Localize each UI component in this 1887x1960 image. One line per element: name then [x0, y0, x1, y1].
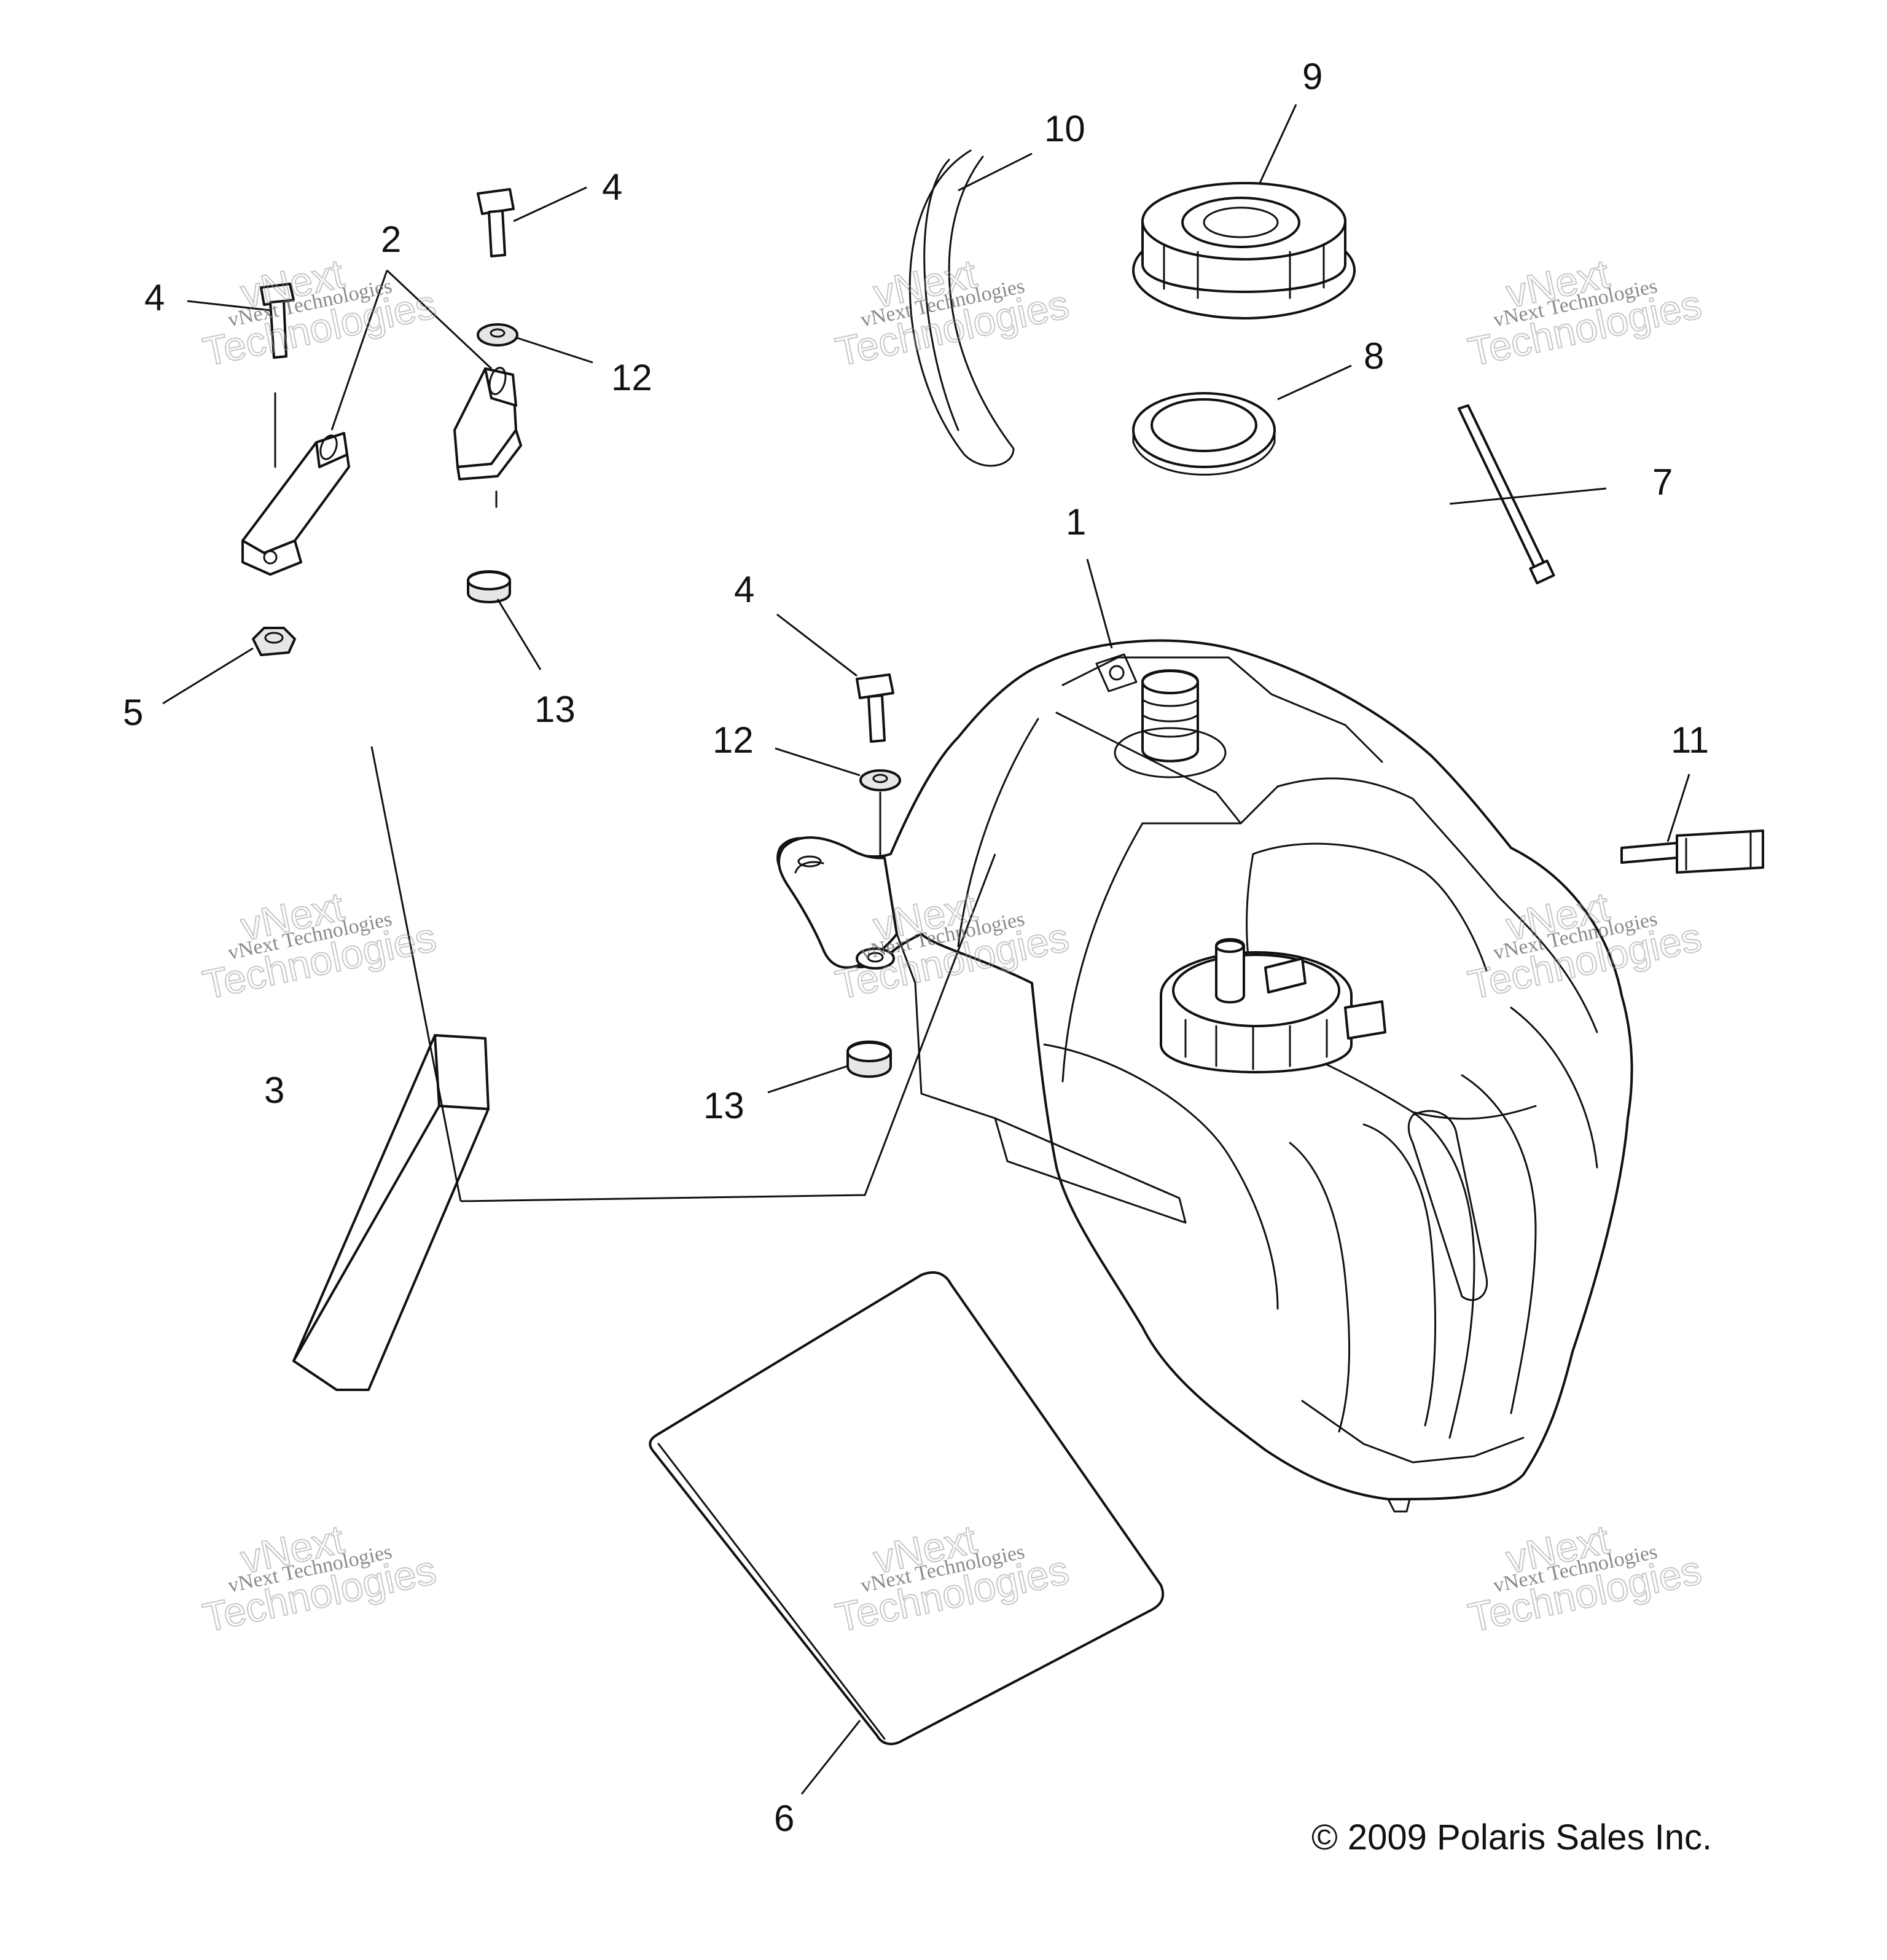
connector-part — [1620, 829, 1764, 874]
spacer-part-center — [846, 1040, 892, 1078]
spacer-part-top — [467, 570, 511, 603]
leader-2-right — [386, 269, 493, 370]
watermark-r3c3: vNext vNext Technologies Technologies — [1464, 1515, 1706, 1641]
callout-12-top: 12 — [611, 357, 652, 398]
copyright-text: © 2009 Polaris Sales Inc. — [1311, 1817, 1712, 1857]
leader-8 — [1277, 364, 1352, 401]
leader-10 — [958, 152, 1033, 192]
leader-7 — [1449, 487, 1607, 505]
fuel-cap-part — [1132, 182, 1356, 319]
leader-13-top — [496, 598, 542, 670]
leader-12-center — [775, 747, 861, 777]
fuel-tank-part — [776, 639, 1633, 1513]
callout-10: 10 — [1044, 108, 1085, 149]
callout-5: 5 — [123, 692, 143, 733]
leader-lines — [162, 104, 1690, 1795]
leader-9 — [1258, 104, 1297, 185]
watermark-r3c1: vNext vNext Technologies Technologies — [198, 1515, 440, 1641]
leader-6 — [800, 1720, 861, 1795]
callout-13-top: 13 — [534, 689, 576, 730]
washer-part-center — [859, 769, 901, 791]
watermark-r1c3: vNext vNext Technologies Technologies — [1464, 249, 1706, 375]
callout-6: 6 — [774, 1798, 794, 1839]
vent-hose-part — [908, 149, 1015, 467]
callout-4-center: 4 — [734, 569, 754, 610]
leader-4-left — [187, 300, 271, 312]
callout-3: 3 — [264, 1070, 284, 1111]
watermark-r1c2: vNext vNext Technologies Technologies — [831, 249, 1073, 375]
callout-12-center: 12 — [713, 719, 754, 761]
bracket-part-right — [453, 367, 522, 480]
leader-12-top — [517, 337, 593, 364]
leader-13-center — [767, 1065, 848, 1094]
bolt-part-center — [856, 673, 894, 743]
bracket-part-left — [241, 432, 350, 576]
nut-part — [252, 627, 296, 656]
callout-11: 11 — [1671, 719, 1709, 761]
leader-2-left — [330, 270, 388, 431]
callout-labels: 1 2 3 4 4 4 5 6 7 8 9 10 11 12 12 13 13 — [123, 56, 1709, 1839]
watermark-r1c1: vNext vNext Technologies Technologies — [198, 249, 440, 375]
callout-2: 2 — [381, 219, 401, 260]
callout-1: 1 — [1066, 501, 1086, 543]
callout-4-left: 4 — [144, 277, 165, 318]
zip-tie-part — [1458, 404, 1555, 585]
bolt-part-top — [477, 188, 515, 257]
pad-part — [649, 1271, 1165, 1746]
callout-8: 8 — [1364, 335, 1384, 377]
leader-11 — [1666, 774, 1690, 842]
callout-13-center: 13 — [703, 1085, 744, 1126]
callout-4-top: 4 — [602, 167, 622, 208]
leader-3-tank — [460, 853, 996, 1202]
watermark-r2c1: vNext vNext Technologies Technologies — [198, 882, 440, 1008]
leader-4-top — [513, 186, 587, 222]
gasket-part — [1132, 392, 1276, 476]
leader-5 — [162, 647, 254, 705]
leader-1 — [1086, 559, 1113, 649]
callout-9: 9 — [1302, 56, 1322, 97]
foam-block-part — [292, 1034, 490, 1391]
bolt-part-left — [260, 283, 295, 359]
leader-3-bottom — [370, 746, 462, 1202]
leader-4-center — [776, 613, 858, 677]
callout-7: 7 — [1652, 461, 1673, 503]
washer-part-top — [477, 323, 518, 347]
